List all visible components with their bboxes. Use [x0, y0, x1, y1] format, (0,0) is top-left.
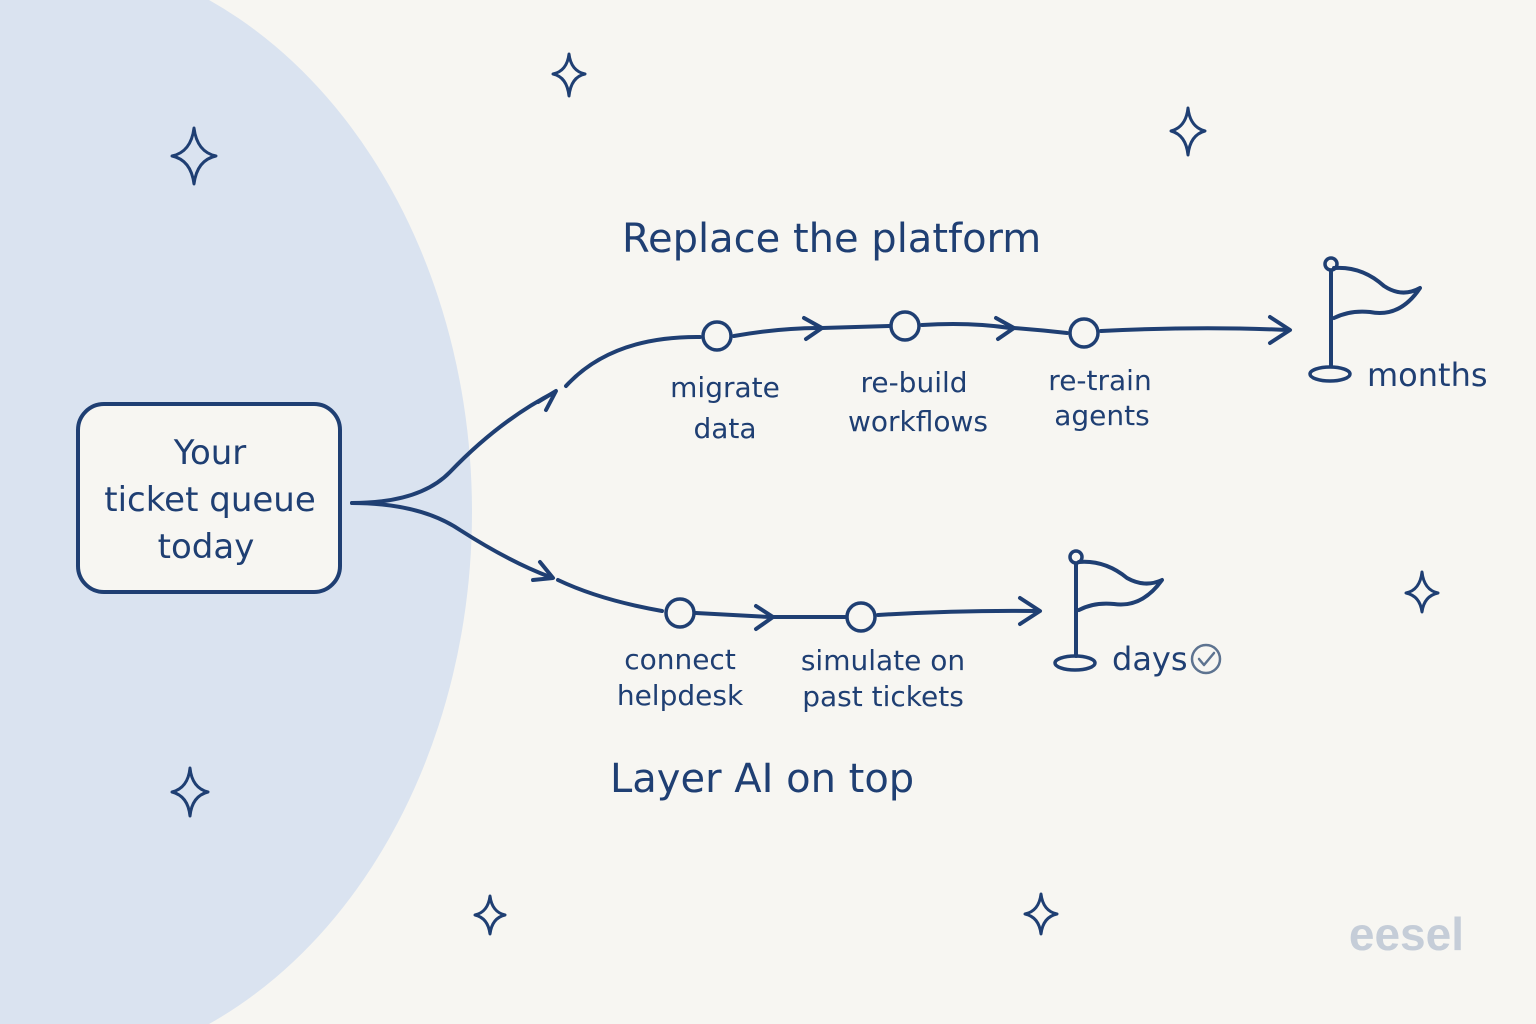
flag-cloth: [1077, 559, 1164, 612]
flag-icon: [1308, 256, 1422, 383]
top-path-segment-2b: [1012, 326, 1069, 335]
bottom-path: connect helpdesk simulate on past ticket…: [556, 549, 1222, 802]
bottom-path-segment-2: [876, 608, 1040, 617]
start-box: Your ticket queue today: [76, 402, 342, 594]
top-step-3-line2: agents: [1054, 399, 1149, 432]
start-box-line1: Your: [173, 433, 247, 473]
sparkle-icon: [170, 126, 218, 186]
top-step-1-line2: data: [693, 412, 756, 445]
bottom-step-node-2: [845, 601, 877, 633]
start-box-line3: today: [158, 527, 255, 567]
top-step-node-1: [701, 320, 733, 352]
top-path-curve: [564, 334, 702, 388]
start-box-frame: [76, 402, 342, 594]
sparkle-icon: [1023, 892, 1059, 936]
fork-lower-line: [350, 501, 552, 579]
sparkle-icon: [1169, 106, 1207, 157]
top-step-node-2: [889, 310, 921, 342]
bottom-path-arrow-2: [1018, 596, 1042, 626]
flag-base: [1053, 654, 1097, 672]
fork-connector: [350, 389, 558, 582]
top-path-segment-1: [732, 326, 820, 338]
flag-icon: [1053, 549, 1164, 672]
bottom-path-segment-1: [694, 611, 772, 619]
sparkle-icon: [170, 766, 210, 818]
top-path: Replace the platform migrate data re-bui…: [564, 216, 1488, 445]
top-step-3-line1: re-train: [1048, 364, 1151, 397]
flag-cloth: [1332, 265, 1422, 320]
bottom-path-result: days: [1112, 640, 1188, 678]
top-path-segment-3: [1099, 326, 1290, 333]
bottom-step-1-line2: helpdesk: [617, 679, 744, 712]
check-circle: [1190, 643, 1222, 675]
top-path-title: Replace the platform: [622, 216, 1041, 262]
bottom-path-curve: [556, 578, 664, 613]
fork-upper-arrowhead: [536, 389, 558, 412]
top-step-node-3: [1068, 317, 1100, 349]
fork-lower-arrowhead: [531, 560, 555, 582]
top-step-2-line1: re-build: [860, 366, 967, 399]
bottom-step-1-line1: connect: [624, 643, 736, 676]
check-mark: [1197, 651, 1216, 667]
top-step-2-line2: workflows: [848, 405, 988, 438]
sparkle-icon: [473, 894, 507, 936]
sparkle-icon: [1404, 570, 1440, 614]
top-path-arrow-3: [1268, 315, 1292, 345]
flag-base: [1308, 365, 1352, 383]
top-path-result: months: [1367, 356, 1488, 394]
bottom-step-2-line2: past tickets: [802, 680, 964, 713]
check-circle-icon: [1190, 643, 1222, 675]
top-path-segment-1b: [820, 324, 891, 330]
start-box-line2: ticket queue: [104, 480, 316, 520]
sparkles: [170, 52, 1440, 936]
bottom-path-title: Layer AI on top: [610, 756, 914, 802]
sparkle-icon: [551, 52, 587, 98]
bottom-step-node-1: [664, 597, 696, 629]
bottom-step-2-line1: simulate on: [801, 644, 965, 677]
fork-upper-line: [350, 390, 557, 505]
top-step-1-line1: migrate: [670, 371, 780, 404]
eesel-logo: eesel: [1349, 908, 1464, 960]
top-path-segment-2: [920, 322, 1012, 330]
